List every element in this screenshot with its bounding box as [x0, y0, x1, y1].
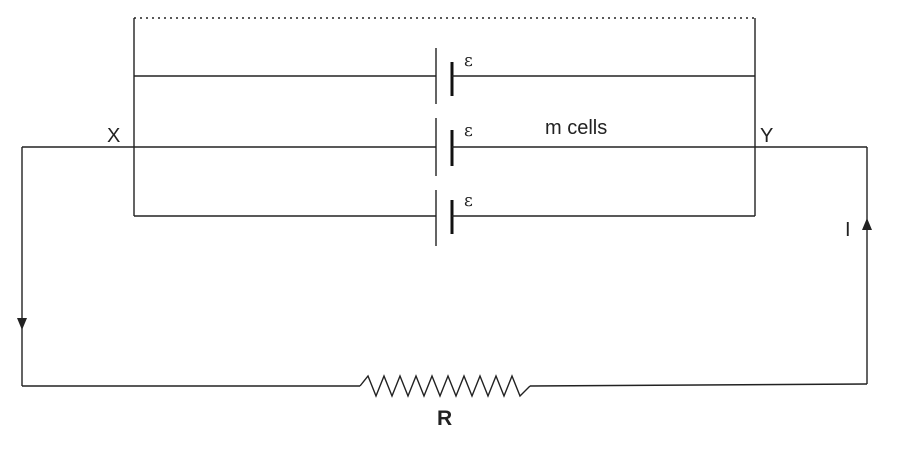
resistor-r — [359, 374, 531, 398]
cell-branch-2: ε — [134, 118, 755, 176]
cell-count-label: m cells — [545, 117, 607, 139]
cell-emf-label: ε — [464, 121, 473, 141]
current-label: I — [845, 219, 851, 241]
arrow-down-icon — [17, 318, 27, 330]
wire-bottom-right — [529, 383, 868, 387]
cell-emf-label: ε — [464, 191, 473, 211]
node-y-label: Y — [760, 125, 773, 147]
cell-branch-3: ε — [134, 190, 755, 246]
resistor-label: R — [437, 407, 452, 430]
cell-emf-label: ε — [464, 51, 473, 71]
arrow-up-icon — [862, 218, 872, 230]
node-x-label: X — [107, 125, 120, 147]
cell-branch-1: ε — [134, 48, 755, 104]
